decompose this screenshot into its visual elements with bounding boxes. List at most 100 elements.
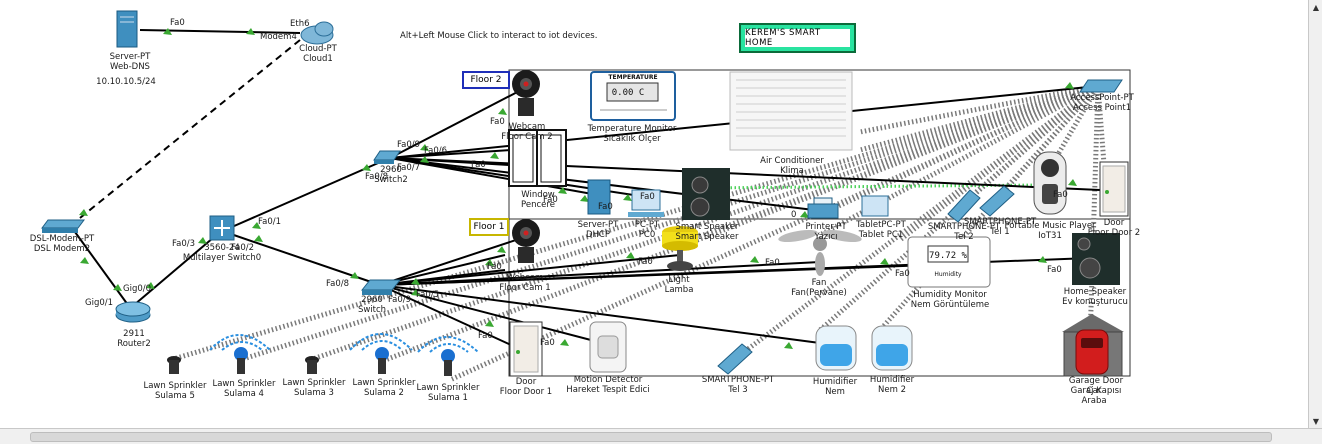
dhcp-server-icon[interactable] [587, 179, 611, 215]
door-floor2-icon[interactable] [1099, 161, 1129, 217]
webcam-floor2-icon[interactable] [512, 70, 540, 116]
label-door2-l2: Floor Door 2 [1088, 228, 1140, 238]
sprinkler5-icon[interactable] [167, 356, 181, 374]
port-label: Fa0 [598, 202, 613, 212]
sprinkler2-icon[interactable] [349, 333, 413, 374]
port-label: Fa0 [765, 258, 780, 268]
label-cam2-l1: Webcam [509, 122, 546, 132]
label-mls-l2: Multilayer Switch0 [183, 253, 261, 263]
smartphone-tel3-icon[interactable] [717, 343, 753, 375]
sprinkler1-icon[interactable] [417, 336, 479, 376]
humidity-value: 79.72 % [929, 251, 968, 261]
port-label: Gig0/0 [123, 284, 151, 294]
smartphone-tel2-icon[interactable] [947, 189, 981, 223]
label-hum-l1: Humidity Monitor [913, 290, 987, 300]
label-mls-l1: 3560-24 [204, 243, 240, 253]
label-car-l1: Car [1087, 386, 1102, 396]
window-icon[interactable] [508, 129, 567, 187]
floor1-label[interactable]: Floor 1 [469, 218, 509, 236]
vertical-scrollbar[interactable]: ▲ ▼ [1308, 0, 1322, 428]
label-cloud-l2: Cloud1 [303, 54, 333, 64]
tablet-icon[interactable] [861, 195, 889, 217]
port-label: Fa0 [478, 331, 493, 341]
label-tel1-l2: Tel 1 [989, 227, 1009, 237]
label-modem-l1: DSL-Modem-PT [30, 234, 95, 244]
music-player-icon[interactable] [1033, 151, 1067, 215]
humidity-header: Humidity [934, 271, 962, 278]
label-tel3-l2: Tel 3 [727, 385, 747, 395]
scroll-up-icon[interactable]: ▲ [1312, 2, 1320, 12]
port-label: Fa0 [1047, 265, 1062, 275]
topology-canvas[interactable]: TEMPERATURE 0.00 C 79.72 % Humidity Alt+… [0, 0, 1308, 428]
air-conditioner-icon[interactable] [729, 71, 853, 151]
ceiling-fan-icon[interactable] [777, 228, 862, 276]
horizontal-scrollbar[interactable] [0, 428, 1322, 444]
house-outline [508, 69, 1131, 377]
port-label: Fa0/1 [258, 217, 281, 227]
interaction-hint: Alt+Left Mouse Click to interact to iot … [400, 31, 597, 41]
multilayer-switch-icon[interactable] [209, 215, 235, 241]
label-sp1-l1: Lawn Sprinkler [416, 383, 480, 393]
port-labels: Fa0 Eth6 Modem4 Gig0/0 Gig0/1 Fa0/3 Fa0/… [85, 18, 1068, 348]
label-fan-l2: Fan(Pervane) [791, 288, 847, 298]
access-point-icon[interactable] [1079, 79, 1123, 93]
dsl-modem-icon[interactable] [41, 219, 85, 233]
title-banner[interactable]: KEREM'S SMART HOME [739, 23, 856, 53]
port-label: Fa0/7 [397, 163, 420, 173]
home-speaker-icon[interactable] [1072, 233, 1120, 285]
label-tel2-l1: SMARTPHONE-PT [928, 222, 1001, 232]
motion-detector-icon[interactable] [589, 321, 627, 373]
port-label: Fa0 [895, 269, 910, 279]
lamp-icon[interactable] [662, 226, 698, 271]
webcam-floor1-icon[interactable] [512, 219, 540, 263]
sprinkler4-icon[interactable] [209, 334, 271, 374]
port-label: Fa0 [540, 338, 555, 348]
humidifier1-icon[interactable] [815, 325, 857, 371]
label-temp-l1: Temperature Monitor [587, 124, 677, 134]
door-floor1-icon[interactable] [509, 321, 543, 377]
floor2-label[interactable]: Floor 2 [462, 71, 510, 89]
label-window-l1: Window [521, 190, 555, 200]
port-label: Modem4 [260, 32, 297, 42]
label-sp1-l2: Sulama 1 [428, 393, 468, 403]
label-tel2-l2: Tel 2 [953, 232, 973, 242]
cloud-icon[interactable] [300, 21, 334, 45]
server-web-dns[interactable] [116, 10, 138, 48]
label-garage-l2: Garaj Kapısı [1071, 386, 1122, 396]
label-pc0-l2: PC0 [639, 230, 655, 240]
label-sw-l2: Switch [358, 305, 386, 315]
port-label: Fa0 [543, 195, 558, 205]
switch2-icon[interactable] [373, 150, 401, 164]
smartphone-tel1-icon[interactable] [979, 185, 1015, 217]
port-label: Fa0 [471, 160, 486, 170]
label-sp3-l2: Sulama 3 [294, 388, 334, 398]
horizontal-scroll-thumb[interactable] [30, 432, 1272, 442]
pc-icon[interactable] [628, 189, 664, 217]
scroll-down-icon[interactable]: ▼ [1312, 416, 1320, 426]
car-icon[interactable] [1075, 329, 1109, 375]
printer-icon[interactable] [807, 197, 839, 219]
humidity-monitor-icon[interactable] [907, 236, 991, 288]
switch-icon[interactable] [360, 279, 402, 295]
smart-speaker-icon[interactable] [682, 168, 730, 220]
sprinkler3-icon[interactable] [305, 356, 319, 374]
humidifier2-icon[interactable] [871, 325, 913, 371]
label-server-l1: Server-PT [110, 52, 152, 62]
temperature-monitor-icon[interactable] [590, 71, 676, 121]
label-hmd2-l1: Humidifier [870, 375, 915, 385]
label-server-l2: Web-DNS [110, 62, 150, 72]
router-icon[interactable] [115, 301, 151, 323]
